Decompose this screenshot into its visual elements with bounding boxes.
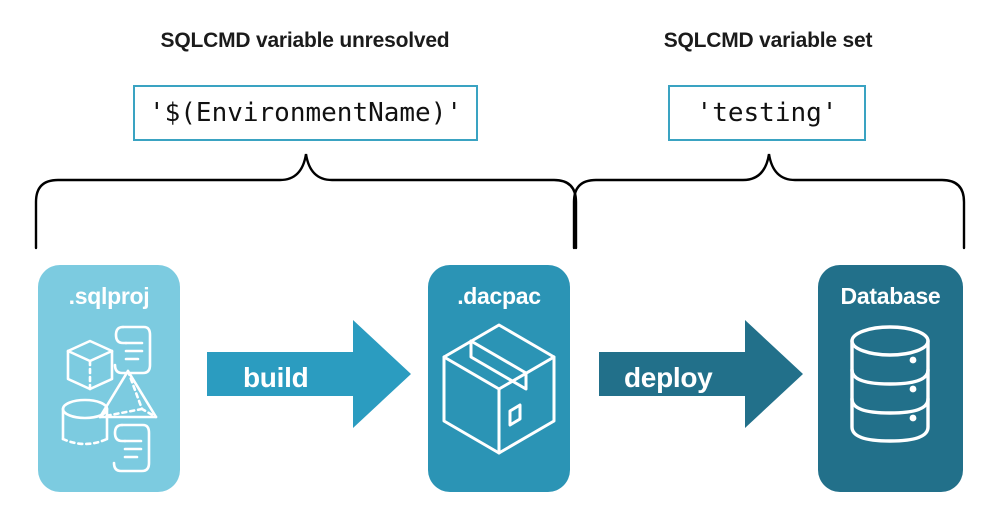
sqlproj-artwork [61,325,158,473]
scroll-icon [113,325,152,375]
arrow-label-deploy: deploy [624,362,713,393]
cube-icon [66,339,114,391]
section-heading-set: SQLCMD variable set [663,29,873,52]
code-value-box-set: 'testing' [668,85,866,141]
pyramid-icon [98,369,158,419]
brace-set [572,153,966,250]
stage-label-database: Database [840,283,941,309]
package-box-icon [442,323,556,455]
stage-box-dacpac: .dacpac [428,265,570,492]
stage-label-sqlproj: .sqlproj [68,283,150,309]
stage-box-sqlproj: .sqlproj [38,265,180,492]
arrow-label-build: build [243,362,309,393]
brace-unresolved [34,153,578,250]
cylinder-icon [61,398,109,446]
stage-label-dacpac: .dacpac [457,283,541,309]
code-value-box-unresolved: '$(EnvironmentName)' [133,85,478,141]
section-heading-unresolved: SQLCMD variable unresolved [160,29,450,52]
scroll-icon [112,423,151,473]
database-cylinder-icon [850,325,930,443]
arrow-deploy [599,320,803,428]
stage-box-database: Database [818,265,963,492]
arrow-build [207,320,411,428]
dacpac-artwork [442,323,556,455]
database-artwork [850,325,930,443]
